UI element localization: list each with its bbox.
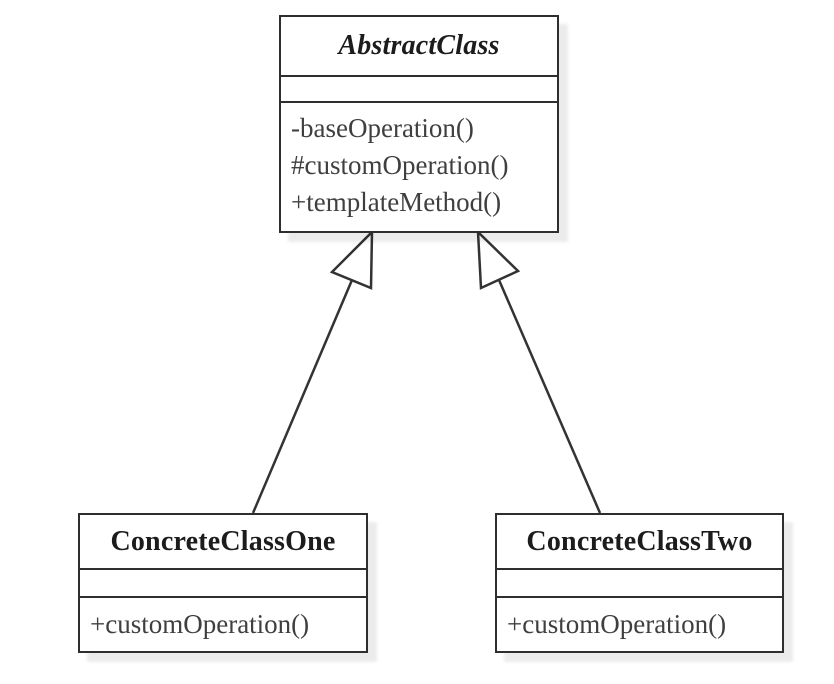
methods-compartment: +customOperation() <box>80 598 366 651</box>
attributes-compartment <box>281 77 557 103</box>
class-title: AbstractClass <box>281 17 557 77</box>
method-entry: +customOperation() <box>90 609 310 639</box>
class-node-concreteclasstwo[interactable]: ConcreteClassTwo +customOperation() <box>495 513 784 653</box>
hollow-triangle-arrowhead <box>476 228 521 290</box>
generalization-one-to-abstract[interactable] <box>251 228 374 514</box>
generalization-two-to-abstract[interactable] <box>476 228 602 514</box>
class-node-concreteclassone[interactable]: ConcreteClassOne +customOperation() <box>78 513 368 653</box>
class-title: ConcreteClassOne <box>80 515 366 570</box>
class-title: ConcreteClassTwo <box>497 515 782 570</box>
method-entry: +templateMethod() <box>291 187 502 217</box>
method-entry: #customOperation() <box>291 150 509 180</box>
attributes-compartment <box>80 570 366 598</box>
method-entry: -baseOperation() <box>291 113 474 143</box>
class-node-abstractclass[interactable]: AbstractClass -baseOperation() #customOp… <box>279 15 559 233</box>
methods-compartment: +customOperation() <box>497 598 782 651</box>
method-entry: +customOperation() <box>507 609 727 639</box>
attributes-compartment <box>497 570 782 598</box>
hollow-triangle-arrowhead <box>329 228 374 290</box>
methods-compartment: -baseOperation() #customOperation() +tem… <box>281 103 557 231</box>
